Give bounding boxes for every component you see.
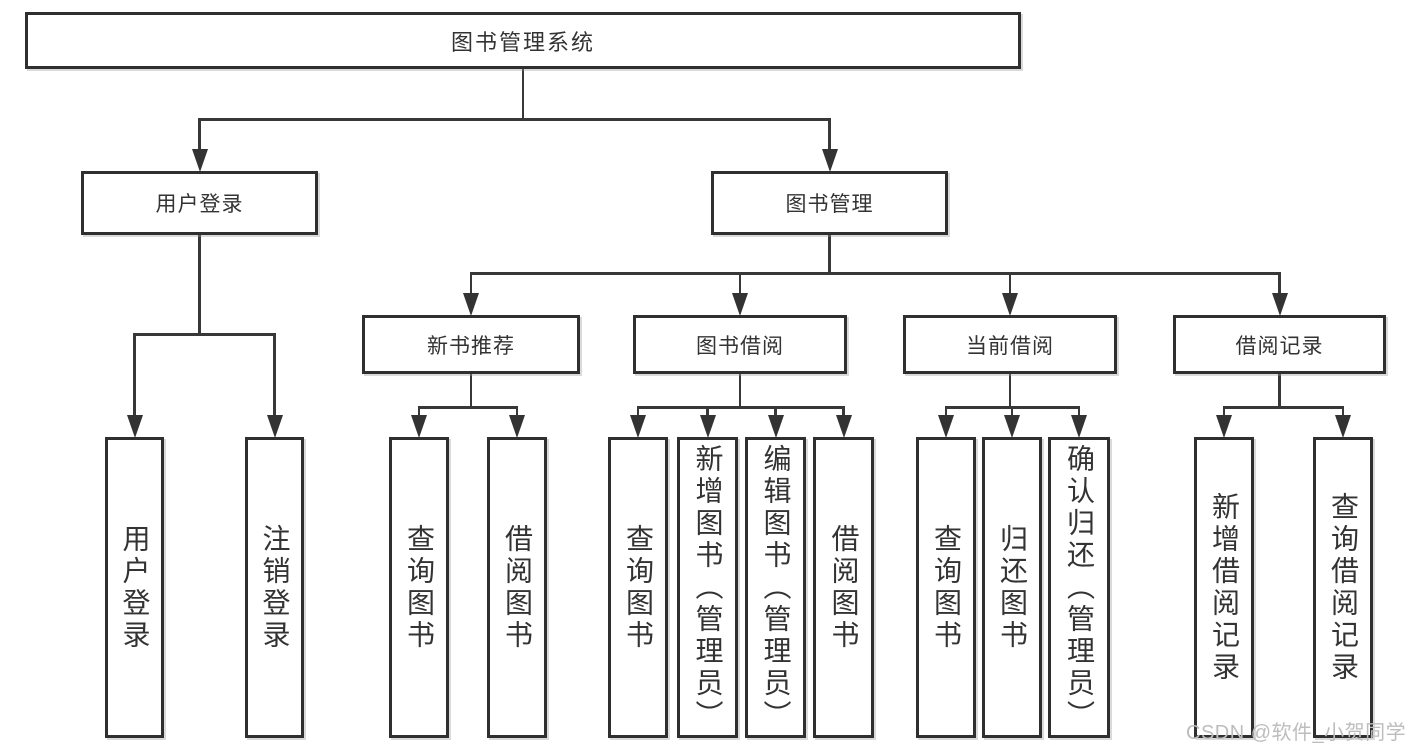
arrowhead-lf-bb-add xyxy=(699,415,716,438)
node-label-lf-nb-borrow: 借阅图书 xyxy=(502,523,533,652)
node-lf-nb-query: 查询图书 xyxy=(389,437,449,738)
drop-lf-br-query xyxy=(1341,406,1345,416)
node-lf-bb-query: 查询图书 xyxy=(608,437,668,738)
drop-cur-borrow xyxy=(1008,272,1012,294)
stem-cur-borrow xyxy=(1008,374,1012,409)
stem-root xyxy=(521,69,525,121)
node-new-book-rec: 新书推荐 xyxy=(362,315,580,374)
drop-lf-logout xyxy=(273,333,276,416)
node-book-borrow: 图书借阅 xyxy=(633,315,847,374)
node-root: 图书管理系统 xyxy=(25,12,1021,69)
drop-lf-cb-confirm xyxy=(1077,406,1081,416)
node-label-user-login: 用户登录 xyxy=(155,193,244,216)
node-label-lf-bb-query: 查询图书 xyxy=(623,523,654,652)
drop-lf-bb-query xyxy=(636,406,640,416)
drop-book-mgmt xyxy=(828,118,831,150)
drop-book-borrow xyxy=(738,272,742,294)
node-label-book-borrow: 图书借阅 xyxy=(696,334,784,358)
node-user-login: 用户登录 xyxy=(81,171,318,235)
stem-book-borrow xyxy=(738,374,742,409)
arrowhead-lf-nb-query xyxy=(411,415,427,438)
node-label-borrow-rec: 借阅记录 xyxy=(1235,334,1324,358)
drop-lf-bb-add xyxy=(706,406,709,416)
arrowhead-new-book-rec xyxy=(463,293,479,316)
drop-lf-bb-borrow xyxy=(842,406,845,416)
arrowhead-lf-login xyxy=(126,415,143,438)
branch-borrow-rec xyxy=(1222,406,1345,409)
drop-lf-br-add xyxy=(1222,406,1226,416)
node-label-new-book-rec: 新书推荐 xyxy=(427,334,515,358)
node-label-lf-logout: 注销登录 xyxy=(259,523,291,652)
branch-new-book-rec xyxy=(417,406,519,409)
csdn-watermark: CSDN @软件_小贺同学 xyxy=(1186,722,1405,744)
arrowhead-borrow-rec xyxy=(1271,293,1288,316)
node-lf-br-add: 新增借阅记录 xyxy=(1194,437,1254,738)
node-lf-nb-borrow: 借阅图书 xyxy=(487,437,547,738)
arrowhead-lf-cb-return xyxy=(1004,415,1020,438)
arrowhead-cur-borrow xyxy=(1002,293,1018,316)
arrowhead-lf-cb-confirm xyxy=(1071,415,1087,438)
arrowhead-lf-bb-query xyxy=(630,415,646,438)
node-label-lf-cb-confirm: 确认归还（管理员） xyxy=(1064,443,1095,732)
node-lf-cb-return: 归还图书 xyxy=(982,437,1042,738)
arrowhead-lf-br-add xyxy=(1216,415,1232,438)
node-lf-login: 用户登录 xyxy=(105,437,164,738)
node-lf-bb-edit: 编辑图书（管理员） xyxy=(745,437,806,738)
node-label-lf-cb-query: 查询图书 xyxy=(931,523,962,652)
arrowhead-lf-bb-borrow xyxy=(835,415,852,438)
node-borrow-rec: 借阅记录 xyxy=(1173,315,1386,374)
node-lf-logout: 注销登录 xyxy=(245,437,304,738)
node-label-lf-nb-query: 查询图书 xyxy=(404,523,435,652)
node-lf-br-query: 查询借阅记录 xyxy=(1313,437,1373,738)
arrowhead-lf-cb-query xyxy=(938,415,954,438)
node-label-lf-bb-borrow: 借阅图书 xyxy=(828,523,860,652)
branch-root xyxy=(198,118,831,121)
node-label-lf-login: 用户登录 xyxy=(119,523,151,652)
node-lf-cb-confirm: 确认归还（管理员） xyxy=(1048,437,1110,738)
drop-new-book-rec xyxy=(469,272,473,294)
node-label-lf-br-query: 查询借阅记录 xyxy=(1328,491,1359,684)
drop-borrow-rec xyxy=(1278,272,1281,294)
arrowhead-book-mgmt xyxy=(821,149,838,172)
node-lf-bb-add: 新增图书（管理员） xyxy=(677,437,738,738)
node-label-lf-cb-return: 归还图书 xyxy=(997,523,1028,652)
node-label-root: 图书管理系统 xyxy=(450,29,595,55)
drop-lf-login xyxy=(133,333,136,416)
stem-borrow-rec xyxy=(1278,374,1281,409)
node-lf-bb-borrow: 借阅图书 xyxy=(813,437,874,738)
arrowhead-book-borrow xyxy=(732,293,748,316)
branch-book-mgmt xyxy=(469,272,1281,275)
node-cur-borrow: 当前借阅 xyxy=(903,315,1117,374)
node-label-book-mgmt: 图书管理 xyxy=(785,193,874,216)
node-book-mgmt: 图书管理 xyxy=(711,171,948,235)
drop-lf-bb-edit xyxy=(774,406,777,416)
node-label-lf-bb-edit: 编辑图书（管理员） xyxy=(760,443,792,732)
stem-book-mgmt xyxy=(828,235,831,275)
node-label-lf-br-add: 新增借阅记录 xyxy=(1209,491,1240,684)
node-label-lf-bb-add: 新增图书（管理员） xyxy=(692,443,724,732)
drop-user-login xyxy=(198,118,201,150)
arrowhead-lf-nb-borrow xyxy=(509,415,525,438)
drop-lf-cb-return xyxy=(1010,406,1014,416)
branch-user-login xyxy=(133,333,276,336)
arrowhead-lf-logout xyxy=(266,415,283,438)
node-label-cur-borrow: 当前借阅 xyxy=(966,334,1054,358)
drop-lf-cb-query xyxy=(944,406,948,416)
stem-user-login xyxy=(198,235,201,336)
drop-lf-nb-query xyxy=(417,406,421,416)
branch-book-borrow xyxy=(636,406,845,409)
arrowhead-lf-bb-edit xyxy=(767,415,784,438)
node-lf-cb-query: 查询图书 xyxy=(916,437,976,738)
arrowhead-lf-br-query xyxy=(1335,415,1351,438)
stem-new-book-rec xyxy=(469,374,473,409)
drop-lf-nb-borrow xyxy=(515,406,519,416)
arrowhead-user-login xyxy=(191,149,208,172)
